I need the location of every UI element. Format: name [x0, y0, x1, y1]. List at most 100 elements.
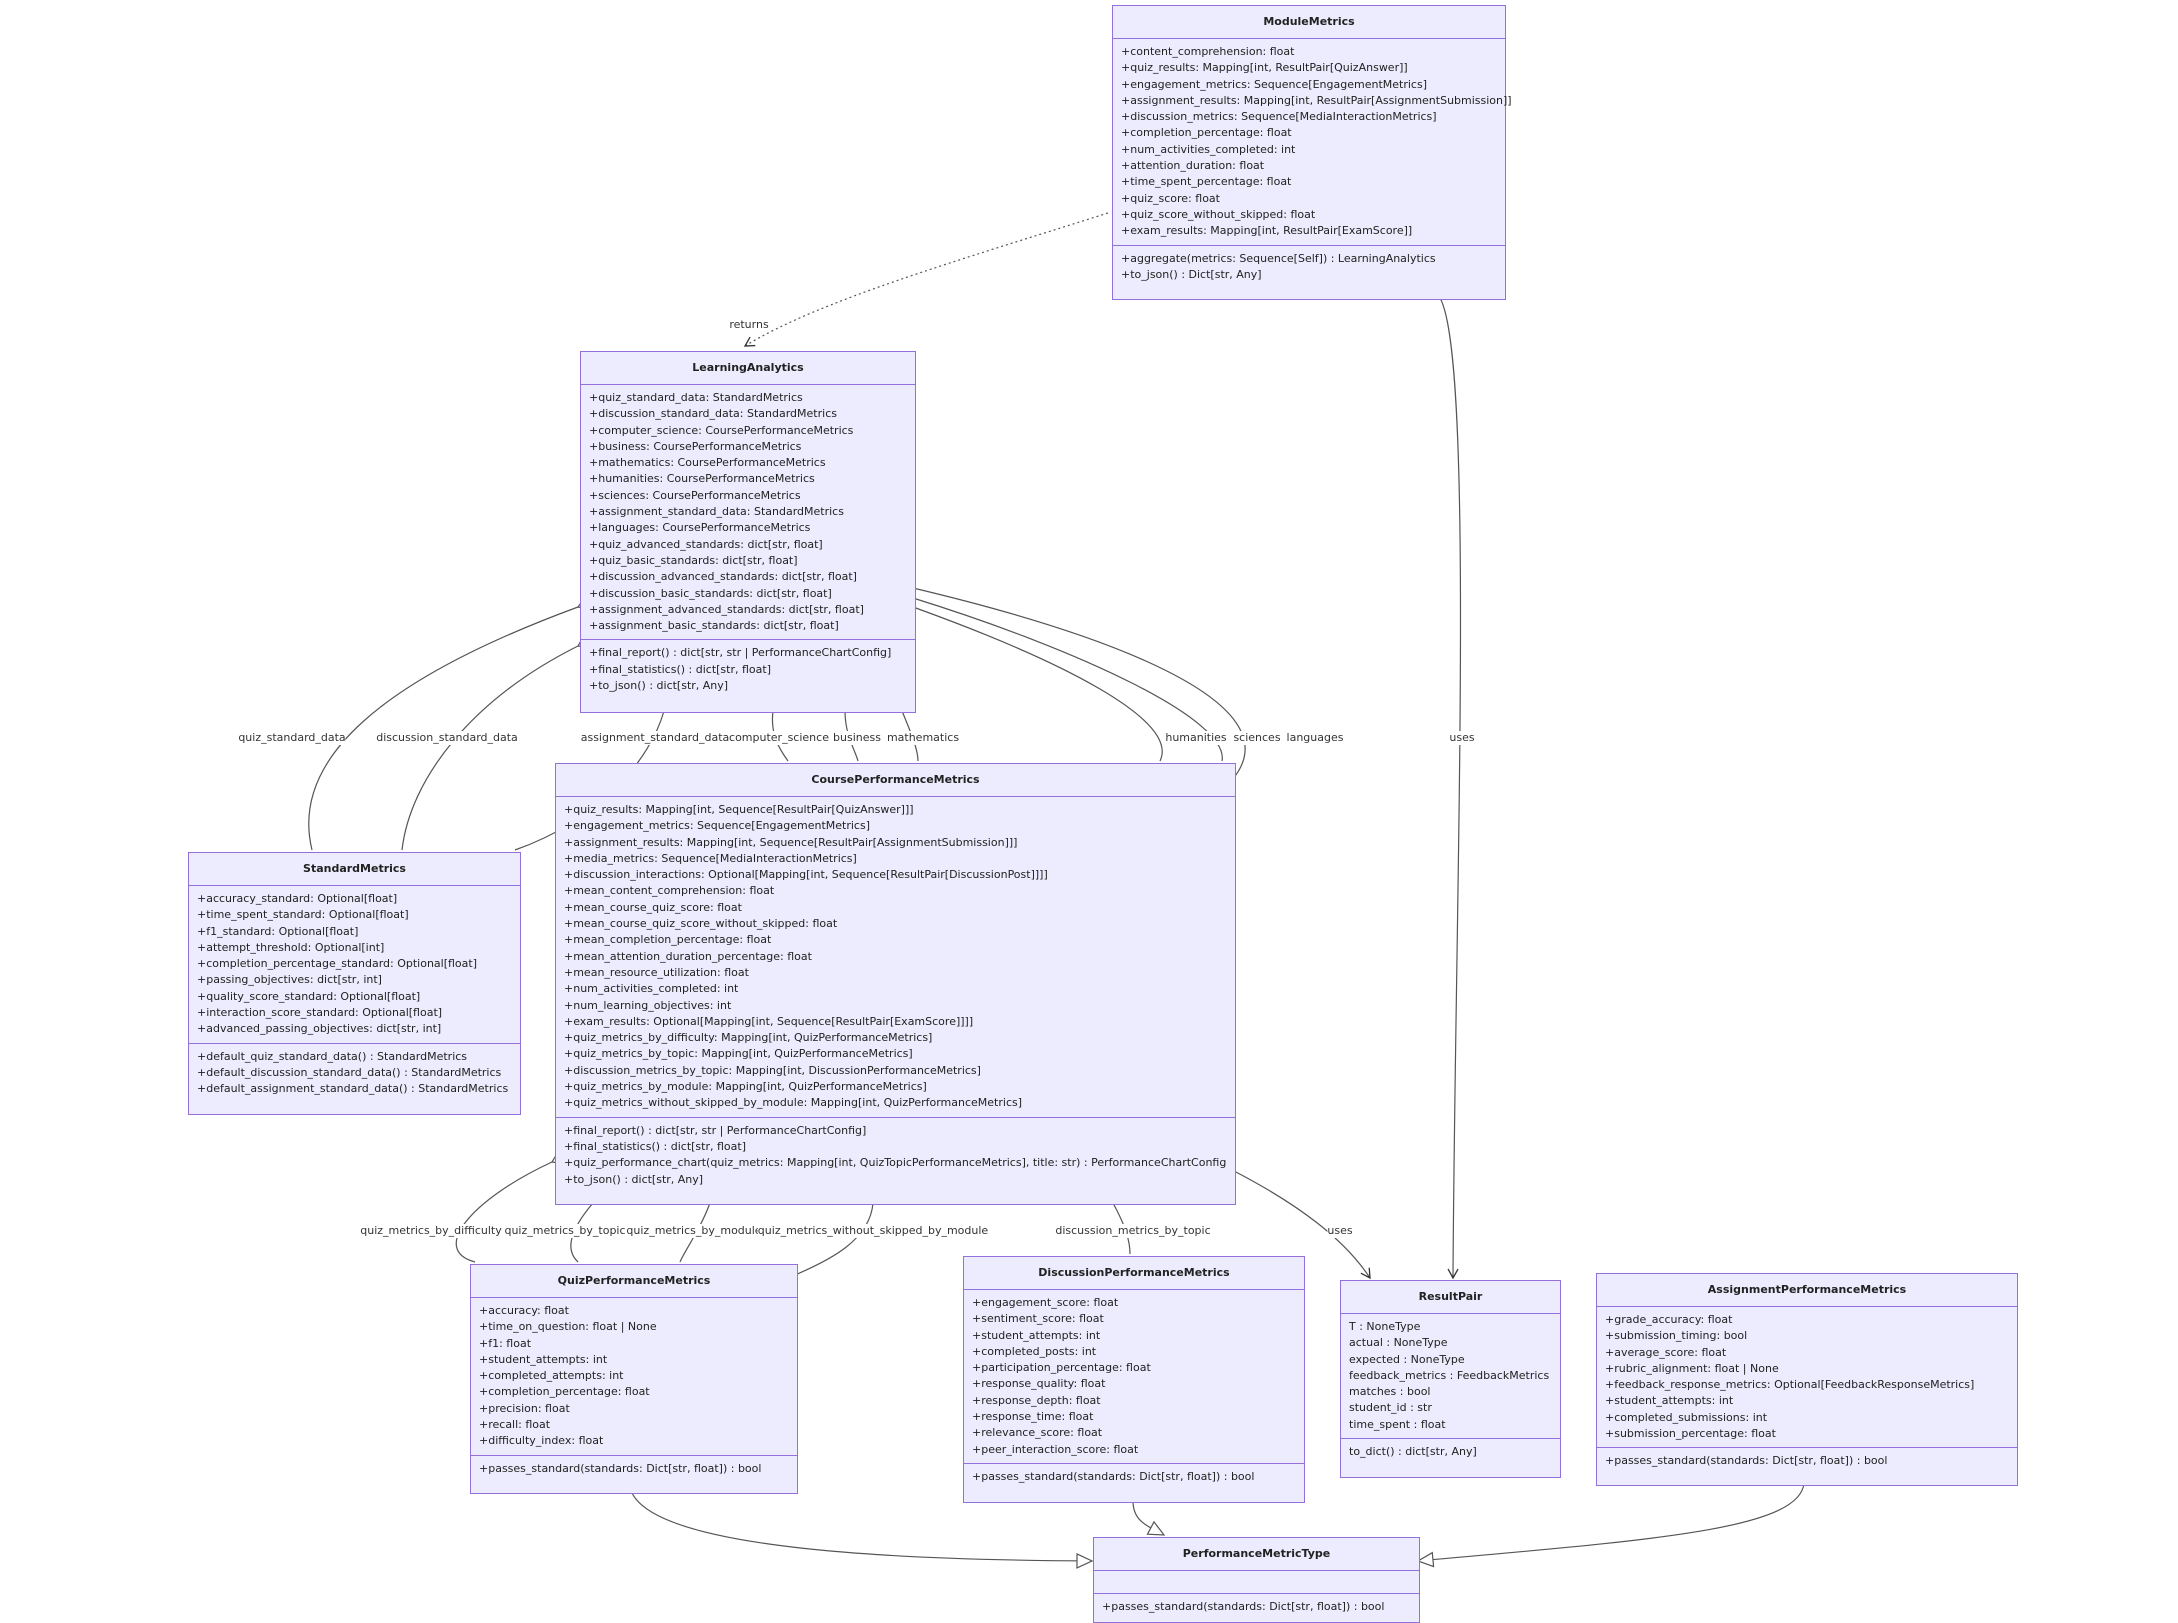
class-attribute: +peer_interaction_score: float — [972, 1442, 1139, 1456]
class-method: +final_report() : dict[str, str | Perfor… — [564, 1123, 867, 1137]
edge-quiz-metrics-by-difficulty — [455, 1162, 552, 1263]
class-attribute: +completion_percentage_standard: Optiona… — [197, 957, 478, 971]
edge-uses-course — [1231, 1169, 1371, 1280]
class-attribute: +difficulty_index: float — [479, 1434, 604, 1448]
class-attribute: +advanced_passing_objectives: dict[str, … — [197, 1022, 442, 1036]
edge-label-quiz-standard-data: quiz_standard_data — [238, 731, 346, 745]
class-attribute: +attention_duration: float — [1121, 159, 1265, 173]
class-methods-section: +passes_standard(standards: Dict[str, fl… — [964, 1464, 1304, 1490]
edge-label-mathematics: mathematics — [886, 731, 960, 745]
class-method: +quiz_performance_chart(quiz_metrics: Ma… — [564, 1156, 1227, 1170]
class-attributes-section: +engagement_score: float +sentiment_score… — [964, 1290, 1304, 1464]
class-method: +final_statistics() : dict[str, float] — [564, 1139, 746, 1153]
class-quiz-performance-metrics[interactable]: QuizPerformanceMetrics+accuracy: float+t… — [470, 1264, 798, 1494]
class-attribute: expected : NoneType — [1349, 1352, 1465, 1366]
edge-label-uses-module: uses — [1449, 731, 1475, 745]
class-attribute: +completed_attempts: int — [479, 1369, 624, 1383]
edge-humanities — [913, 607, 1163, 762]
class-methods-section: +final_report() : dict[str, str | Perfor… — [581, 640, 915, 699]
class-attributes-section: +accuracy: float+time_on_question: float… — [471, 1298, 797, 1456]
edge-languages — [913, 588, 1246, 781]
class-attribute: +sentiment_score: float — [972, 1312, 1104, 1326]
edge-inherit-assignment — [1416, 1482, 1805, 1568]
class-attribute: +engagement_metrics: Sequence[Engagement… — [1121, 77, 1427, 91]
edge-label-discussion-metrics-by-topic: discussion_metrics_by_topic — [1055, 1224, 1211, 1238]
class-attribute: +languages: CoursePerformanceMetrics — [589, 521, 811, 535]
class-methods-section: +passes_standard(standards: Dict[str, fl… — [471, 1456, 797, 1482]
class-attribute: +attempt_threshold: Optional[int] — [197, 940, 385, 954]
class-attribute: +completion_percentage: float — [1121, 126, 1292, 140]
class-methods-section: +aggregate(metrics: Sequence[Self]) : Le… — [1113, 246, 1505, 289]
edge-label-sciences: sciences — [1233, 731, 1281, 745]
class-discussion-performance-metrics[interactable]: DiscussionPerformanceMetrics+engagement_… — [963, 1256, 1305, 1503]
class-performance-metric-type[interactable]: PerformanceMetricType+passes_standard(st… — [1093, 1537, 1420, 1623]
class-method: +passes_standard(standards: Dict[str, fl… — [1605, 1454, 1888, 1468]
edge-label-business: business — [833, 731, 881, 745]
edge-quiz-metrics-by-module — [679, 1203, 710, 1263]
class-method: +to_json() : dict[str, Any] — [589, 679, 729, 693]
class-attribute: +mean_content_comprehension: float — [564, 884, 775, 898]
class-attribute: +media_metrics: Sequence[MediaInteractio… — [564, 851, 857, 865]
class-attribute: actual : NoneType — [1349, 1336, 1448, 1350]
class-assignment-performance-metrics[interactable]: AssignmentPerformanceMetrics+grade_accur… — [1596, 1273, 2018, 1486]
class-attribute: +submission_timing: bool — [1605, 1329, 1748, 1343]
class-title: StandardMetrics — [189, 853, 520, 886]
class-attribute: +assignment_advanced_standards: dict[str… — [589, 602, 864, 616]
class-method: +to_json() : dict[str, Any] — [564, 1172, 704, 1186]
edge-label-quiz-metrics-by-module: quiz_metrics_by_module — [626, 1224, 762, 1238]
class-course-performance-metrics[interactable]: CoursePerformanceMetrics+quiz_results: M… — [555, 763, 1236, 1205]
class-attribute: +submission_percentage: float — [1605, 1427, 1776, 1441]
edge-label-uses-course: uses — [1327, 1224, 1353, 1238]
class-attributes-section: +grade_accuracy: float +submission_timing… — [1597, 1307, 2017, 1449]
edge-label-humanities: humanities — [1165, 731, 1227, 745]
class-attribute: +assignment_basic_standards: dict[str, f… — [589, 619, 839, 633]
class-attribute: +grade_accuracy: float — [1605, 1313, 1733, 1326]
class-attribute: +quiz_basic_standards: dict[str, float] — [589, 553, 798, 567]
edge-returns — [743, 212, 1109, 347]
class-method: +aggregate(metrics: Sequence[Self]) : Le… — [1121, 251, 1436, 265]
class-attribute: +quality_score_standard: Optional[float] — [197, 989, 421, 1003]
class-attribute: +quiz_metrics_by_difficulty: Mapping[int… — [564, 1031, 933, 1045]
class-title: DiscussionPerformanceMetrics — [964, 1257, 1304, 1290]
edge-label-returns: returns — [729, 318, 769, 332]
class-method: +passes_standard(standards: Dict[str, fl… — [972, 1469, 1255, 1483]
class-method: +default_discussion_standard_data() : St… — [197, 1065, 502, 1079]
class-attribute: +quiz_metrics_by_module: Mapping[int, Qu… — [564, 1080, 927, 1094]
class-attribute: +engagement_score: float — [972, 1296, 1119, 1309]
class-attribute: +quiz_advanced_standards: dict[str, floa… — [589, 537, 823, 551]
class-attribute: +quiz_score: float — [1121, 191, 1220, 205]
class-standard-metrics[interactable]: StandardMetrics+accuracy_standard: Optio… — [188, 852, 521, 1115]
class-attribute: matches : bool — [1349, 1385, 1431, 1399]
class-attribute: +num_activities_completed: int — [564, 982, 739, 996]
class-attribute: +response_quality: float — [972, 1377, 1106, 1391]
edge-label-quiz-metrics-by-difficulty: quiz_metrics_by_difficulty — [360, 1224, 502, 1238]
class-attribute: +assignment_standard_data: StandardMetri… — [589, 505, 844, 519]
edge-label-assignment-standard-data: assignment_standard_data — [580, 731, 730, 745]
class-attribute: +participation_percentage: float — [972, 1361, 1151, 1375]
class-attribute: +mean_course_quiz_score: float — [564, 900, 742, 914]
class-attribute: +discussion_basic_standards: dict[str, f… — [589, 586, 832, 600]
class-module-metrics[interactable]: ModuleMetrics+content_comprehension: flo… — [1112, 5, 1512, 300]
edge-quiz-metrics-by-topic — [570, 1203, 593, 1263]
class-method: +passes_standard(standards: Dict[str, fl… — [1102, 1600, 1385, 1613]
class-attribute: +sciences: CoursePerformanceMetrics — [589, 488, 801, 502]
class-title: AssignmentPerformanceMetrics — [1597, 1274, 2017, 1307]
edge-quiz-metrics-without-skipped — [794, 1203, 873, 1276]
class-attribute: +mean_attention_duration_percentage: flo… — [564, 949, 812, 963]
class-attribute: +quiz_score_without_skipped: float — [1121, 207, 1316, 221]
class-attribute: +discussion_standard_data: StandardMetri… — [589, 407, 837, 421]
class-attribute: +quiz_results: Mapping[int, Sequence[Res… — [564, 803, 914, 816]
class-attribute: +passing_objectives: dict[str, int] — [197, 973, 382, 987]
class-attribute: +student_attempts: int — [1605, 1394, 1734, 1408]
class-attribute: +mean_completion_percentage: float — [564, 933, 772, 947]
class-attribute: +quiz_results: Mapping[int, ResultPair[Q… — [1121, 61, 1408, 75]
class-method: +to_json() : Dict[str, Any] — [1121, 267, 1262, 281]
class-attributes-section: +content_comprehension: float+quiz_resul… — [1113, 39, 1512, 246]
class-attribute: +assignment_results: Mapping[int, Sequen… — [564, 835, 1018, 849]
class-attribute: +mathematics: CoursePerformanceMetrics — [589, 456, 826, 470]
class-attribute: +completed_submissions: int — [1605, 1410, 1768, 1424]
class-title: LearningAnalytics — [581, 352, 915, 385]
class-attribute: +num_learning_objectives: int — [564, 998, 732, 1012]
class-learning-analytics[interactable]: LearningAnalytics+quiz_standard_data: St… — [580, 351, 916, 713]
